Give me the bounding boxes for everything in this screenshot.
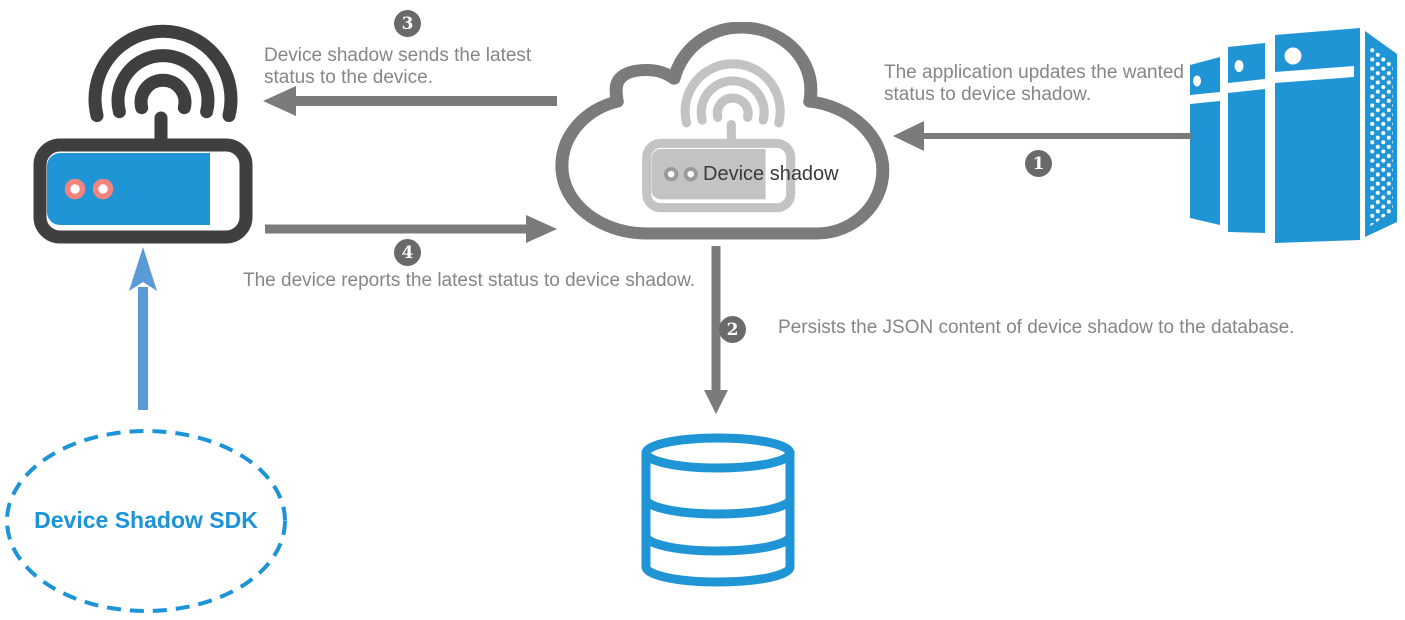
router-led xyxy=(64,178,86,200)
sdk-label: Device Shadow SDK xyxy=(34,506,258,533)
router-led xyxy=(92,178,114,200)
router-screen xyxy=(47,153,210,225)
sdk-label-box: Device Shadow SDK xyxy=(0,424,292,616)
database-cylinder-icon xyxy=(641,433,795,587)
step-3-badge: 3 xyxy=(394,10,421,37)
step-2-label: Persists the JSON content of device shad… xyxy=(778,317,1295,338)
step-3-label: Device shadow sends the latest status to… xyxy=(264,45,532,88)
step-1-badge: 1 xyxy=(1025,150,1052,177)
server-slot xyxy=(1275,66,1354,83)
device-shadow-label: Device shadow xyxy=(703,163,839,185)
server-power-dot xyxy=(1284,47,1302,65)
router-screen xyxy=(651,148,766,200)
server-slot xyxy=(1190,92,1220,104)
arrow-step4-device-to-cloud xyxy=(265,215,557,243)
server-power-dot xyxy=(1234,60,1244,72)
cloud-icon xyxy=(555,22,890,240)
server-stack-icon xyxy=(1190,28,1397,243)
arrow-step2-cloud-to-database xyxy=(704,246,728,414)
arrow-step3-cloud-to-device xyxy=(263,86,557,116)
step-2-badge: 2 xyxy=(719,316,746,343)
step-4-badge: 4 xyxy=(394,239,421,266)
server-slot xyxy=(1228,79,1265,93)
server-tower-large-front xyxy=(1275,28,1360,243)
router-led xyxy=(663,166,679,182)
device-icon xyxy=(33,24,253,244)
sdk-ellipse xyxy=(5,429,287,613)
step-4-label: The device reports the latest status to … xyxy=(243,270,696,291)
cloud-outline xyxy=(555,22,890,240)
server-vent-dots xyxy=(1369,42,1393,227)
router-led xyxy=(683,166,698,182)
wifi-router-shadow-icon xyxy=(642,59,796,213)
arrow-step1-application-to-cloud xyxy=(893,121,1192,151)
server-power-dot xyxy=(1193,75,1201,87)
step-1-label: The application updates the wanted statu… xyxy=(884,62,1184,105)
sdk-up-arrow xyxy=(129,247,157,410)
